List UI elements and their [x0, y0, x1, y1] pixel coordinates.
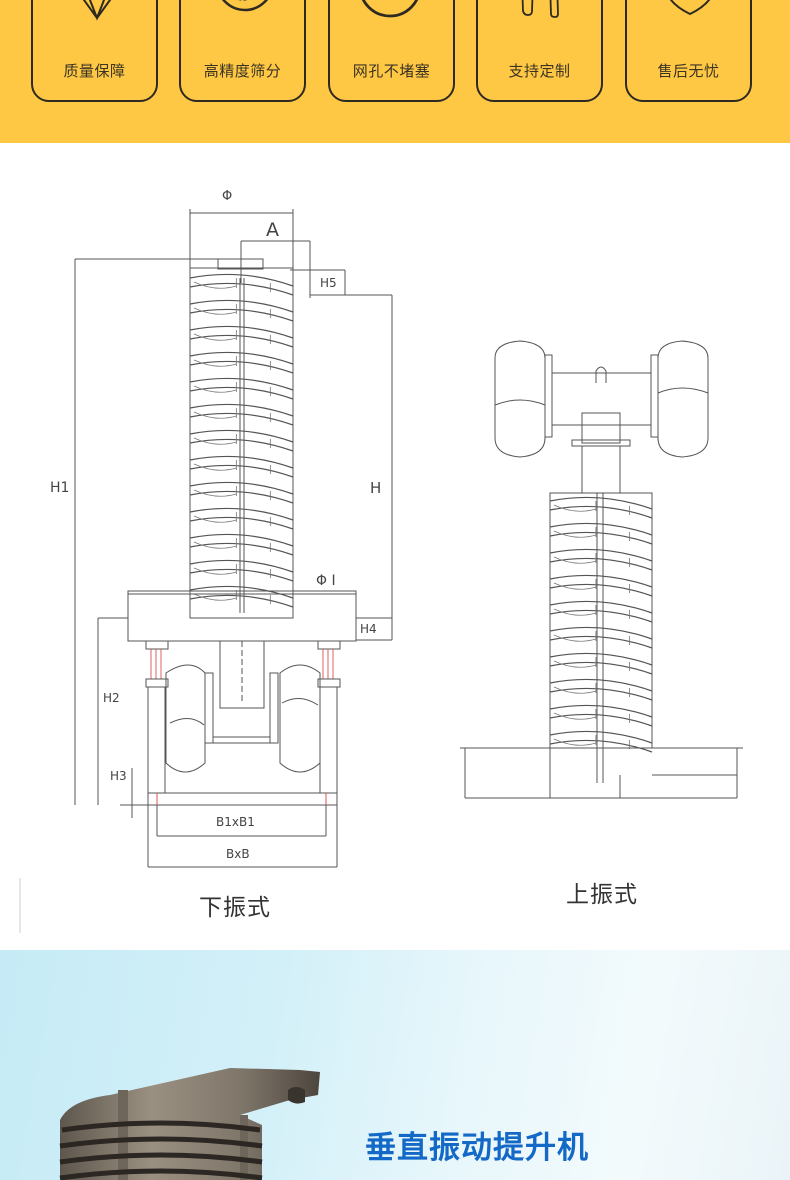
spiral-flight: [549, 496, 653, 519]
diamond-icon: [82, 0, 112, 21]
dim-bxb: BxB: [226, 847, 250, 861]
spiral-elevator-machine: [59, 1068, 320, 1180]
dim-h5: H5: [320, 276, 337, 290]
top-vibration-diagram: [460, 340, 743, 799]
technical-drawings: Φ A H5 H1 H Φ I H4 H2 H3 B1xB1 BxB 下振式 上…: [0, 143, 790, 950]
feature-label: 质量保障: [63, 62, 126, 80]
dim-phi: Φ: [222, 189, 233, 204]
dim-h: H: [370, 479, 382, 497]
spiral-flight-detail: [193, 512, 271, 526]
spiral-flight-detail: [553, 527, 630, 541]
bottom-vibration-diagram: [19, 209, 393, 933]
feature-card-quality: 质量保障: [31, 0, 158, 102]
spiral-flight-detail: [193, 408, 271, 422]
spiral-flight: [189, 533, 294, 556]
spiral-flight-detail: [193, 564, 271, 578]
shield-icon: [669, 0, 711, 16]
circular-arrows-icon: [361, 0, 419, 18]
spiral-flight: [189, 377, 294, 400]
feature-label: 高精度筛分: [203, 62, 282, 80]
dim-h4: H4: [360, 622, 377, 636]
spiral-flight-detail: [193, 304, 271, 318]
spiral-flight: [549, 574, 653, 597]
spiral-flight: [189, 325, 294, 348]
spiral-flight: [549, 730, 653, 753]
feature-card-precision: 高精度筛分: [179, 0, 306, 102]
spiral-flight: [549, 678, 653, 701]
spiral-flight: [189, 299, 294, 322]
spiral-flight-detail: [193, 434, 271, 448]
spiral-flight: [189, 481, 294, 504]
spiral-flight: [549, 548, 653, 571]
spiral-flight-detail: [193, 538, 271, 552]
spiral-flight-detail: [193, 486, 271, 500]
dim-b1xb1: B1xB1: [216, 815, 255, 829]
spiral-flight-detail: [553, 709, 630, 723]
feature-label: 支持定制: [508, 62, 571, 80]
feature-card-custom: 支持定制: [476, 0, 603, 102]
feature-label: 售后无忧: [657, 62, 720, 80]
spiral-flight-detail: [193, 382, 271, 396]
spiral-flight: [189, 273, 294, 296]
spiral-flight-detail: [553, 579, 630, 593]
gear-sieve-icon: [222, 0, 268, 12]
spiral-flight-detail: [553, 657, 630, 671]
spiral-flight: [189, 403, 294, 426]
spiral-flight: [549, 522, 653, 545]
spiral-flight: [549, 652, 653, 675]
product-hero: 垂直振动提升机: [0, 950, 790, 1180]
spiral-flight-detail: [553, 683, 630, 697]
spiral-flight-detail: [553, 501, 630, 515]
dim-phi1: Φ I: [316, 573, 336, 589]
spiral-flight-detail: [553, 605, 630, 619]
spiral-flight-detail: [193, 460, 271, 474]
feature-label: 网孔不堵塞: [352, 62, 431, 80]
spiral-flight: [189, 455, 294, 478]
feature-card-no-clog: 网孔不堵塞: [328, 0, 455, 102]
spiral-flight: [549, 704, 653, 727]
spiral-flight-detail: [193, 590, 271, 604]
caption-top-vibration: 上振式: [566, 882, 638, 908]
spiral-flight-detail: [553, 631, 630, 645]
elevator-photo: [59, 1068, 320, 1180]
spiral-flight: [189, 507, 294, 530]
features-banner: 质量保障 高精度筛分 网孔不堵塞 支持定制 售后无忧: [0, 0, 790, 143]
caption-bottom-vibration: 下振式: [199, 895, 271, 921]
spiral-flight-detail: [193, 278, 271, 292]
spiral-flight: [189, 351, 294, 374]
spiral-flight: [549, 626, 653, 649]
tools-icon: [521, 0, 559, 18]
spiral-flight: [189, 585, 294, 608]
dim-h3: H3: [110, 769, 127, 783]
dim-h1: H1: [50, 480, 70, 496]
spiral-flight-detail: [193, 356, 271, 370]
spiral-flight: [189, 559, 294, 582]
dim-h2: H2: [103, 691, 120, 705]
dim-a: A: [266, 219, 279, 241]
spiral-flight-detail: [553, 553, 630, 567]
spiral-flight: [549, 600, 653, 623]
diagrams-svg: [19, 209, 743, 933]
product-title: 垂直振动提升机: [365, 1130, 589, 1166]
spiral-flight-detail: [193, 330, 271, 344]
feature-card-after-sales: 售后无忧: [625, 0, 752, 102]
spiral-flight: [189, 429, 294, 452]
